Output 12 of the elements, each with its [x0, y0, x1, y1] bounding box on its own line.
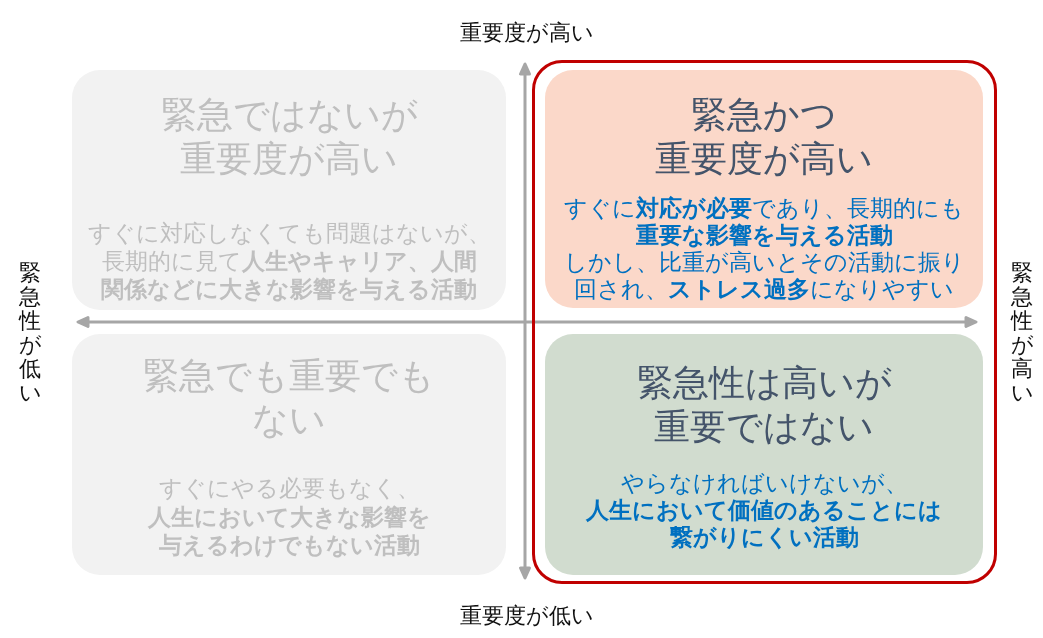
axis-label: 重要度が高い — [460, 21, 594, 45]
quadrant-description: やらなければいけないが、人生において価値のあることには繋がりにくい活動 — [586, 470, 942, 551]
highlight-frame — [532, 60, 997, 584]
quadrant-card — [545, 334, 983, 575]
quadrant-description: すぐに対応が必要であり、長期的にも重要な影響を与える活動 — [564, 195, 964, 249]
quadrant-title: 緊急性は高いが重要ではない — [636, 361, 892, 449]
quadrant-title: 緊急かつ重要度が高い — [655, 93, 873, 181]
quadrant-description: しかし、比重が高いとその活動に振り回され、ストレス過多になりやすい — [563, 249, 965, 303]
axis-label: 重要度が低い — [460, 604, 594, 628]
axis-label: 緊急性が低い — [19, 261, 41, 405]
quadrant-card — [545, 70, 983, 308]
axis-label: 緊急性が高い — [1011, 261, 1033, 405]
